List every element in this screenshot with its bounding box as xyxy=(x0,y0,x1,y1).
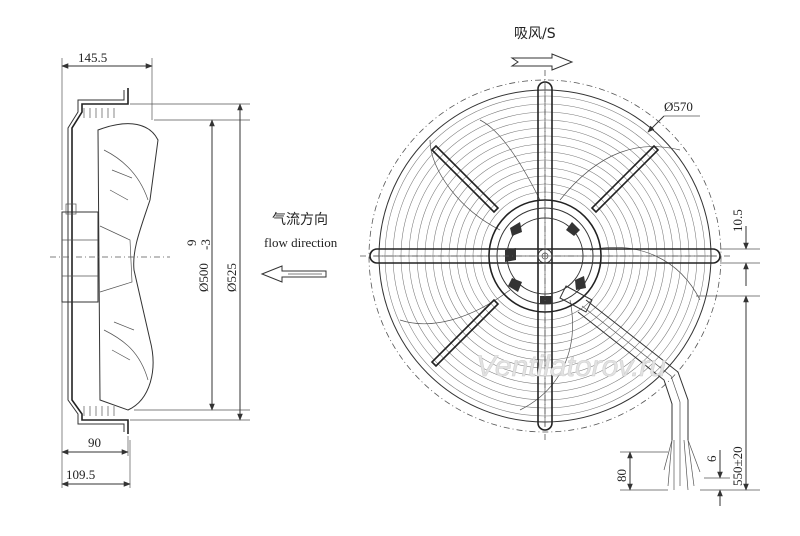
dim-clearance-tol: -3 xyxy=(198,239,213,250)
rotation-label: 吸风/S xyxy=(514,26,556,42)
dim-depth-motor: 90 xyxy=(88,435,101,450)
dim-clearance: 9 xyxy=(184,240,199,247)
dim-outer-diameter: Ø570 xyxy=(664,99,693,114)
wire-ends xyxy=(663,439,701,491)
front-view: 吸风/S Ø570 10.5 550±20 6 80 xyxy=(360,26,760,506)
side-view: 145.5 90 109.5 Ø500 Ø525 9 -3 xyxy=(50,50,250,488)
flow-direction: 气流方向 flow direction xyxy=(260,212,338,283)
terminal-box xyxy=(559,285,593,313)
dim-wire-strip: 80 xyxy=(614,469,629,482)
rotation-arrow-icon xyxy=(510,53,574,71)
watermark-text: Ventilatorov.ru xyxy=(476,350,666,383)
blade-outlines xyxy=(399,119,701,411)
dim-depth-base: 109.5 xyxy=(66,467,95,482)
flow-label-en: flow direction xyxy=(264,235,338,250)
hub-cooling-slots xyxy=(505,222,586,304)
dim-mount-thickness: 10.5 xyxy=(730,209,745,232)
side-guard-ribs xyxy=(83,108,115,416)
dim-blade-diameter: Ø500 xyxy=(196,263,211,292)
side-guard-outline xyxy=(71,88,129,434)
dim-depth-total: 145.5 xyxy=(78,50,107,65)
cable-bundle xyxy=(585,299,689,440)
side-blade xyxy=(97,123,159,411)
dim-wire-end: 6 xyxy=(704,455,719,462)
dim-cable-length: 550±20 xyxy=(730,446,745,486)
flow-arrow-icon xyxy=(260,265,327,283)
mount-rails-diagonal xyxy=(430,144,660,368)
dim-guard-diameter: Ø525 xyxy=(224,263,239,292)
flow-label-cn: 气流方向 xyxy=(272,212,328,228)
